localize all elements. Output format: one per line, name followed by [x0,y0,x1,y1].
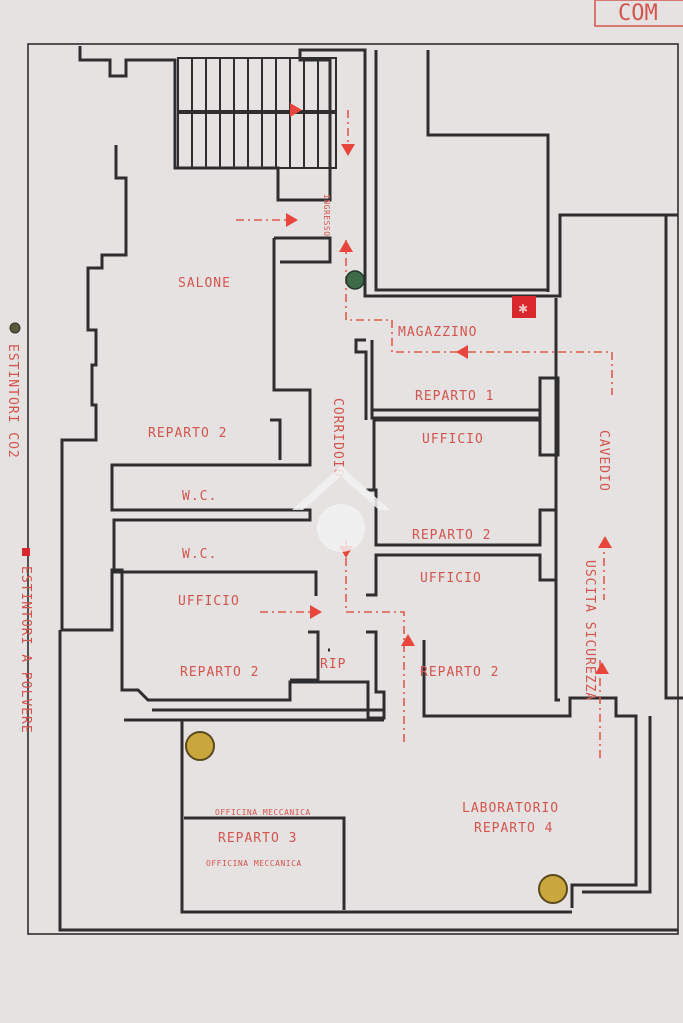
corner-label: COM [618,1,658,26]
arrow-up-icon [339,240,353,252]
room-reparto-2-mid: REPARTO 2 [412,528,491,543]
route-arrows [286,103,612,674]
walls [58,46,683,932]
legend-co2-label: ESTINTORI CO2 [5,344,20,459]
room-ufficio-right-top: UFFICIO [422,432,484,447]
arrow-up-icon [595,662,609,674]
arrow-down-icon [341,144,355,156]
legend: ESTINTORI CO2 ESTINTORI A POLVERE [5,322,33,734]
room-reparto-2-left: REPARTO 2 [148,426,227,441]
powder-extinguisher-icon [185,731,215,761]
room-wc-2: W.C. [182,547,217,562]
room-reparto-3-top: OFFICINA MECCANICA [215,808,311,817]
room-uscita-sicurezza: USCITA SICUREZZA [582,560,597,701]
room-labels: SALONE INGRESSO MAGAZZINO REPARTO 1 REPA… [148,194,611,868]
room-reparto-3: REPARTO 3 [218,831,297,846]
escape-routes [236,110,613,760]
arrow-left-icon [456,345,468,359]
arrow-up-icon [598,536,612,548]
co2-extinguisher-icon [345,270,365,290]
room-laboratorio: LABORATORIO [462,801,559,816]
fire-alarm-icon [512,296,536,318]
staircase [177,57,337,169]
arrow-right-icon [286,213,298,227]
arrow-up-icon [401,634,415,646]
corner-label-box [594,0,683,27]
room-reparto-2-bottom-right: REPARTO 2 [420,665,499,680]
arrow-right-icon [290,103,302,117]
legend-powder-label: ESTINTORI A POLVERE [18,566,33,734]
room-ingresso: INGRESSO [322,194,331,237]
room-reparto-3-sub: OFFICINA MECCANICA [206,859,302,868]
room-reparto-2-bottom-left: REPARTO 2 [180,665,259,680]
room-ufficio-left: UFFICIO [178,594,240,609]
powder-legend-icon [22,548,30,556]
powder-extinguisher-icon [538,874,568,904]
room-ufficio-right-mid: UFFICIO [420,571,482,586]
arrow-right-icon [310,605,322,619]
watermark-logo [292,466,390,552]
outer-frame [27,43,679,935]
room-salone: SALONE [178,276,231,291]
fire-alarm-symbol: ✱ [518,302,528,316]
co2-legend-icon [9,322,21,334]
room-magazzino: MAGAZZINO [398,325,477,340]
room-reparto-4: REPARTO 4 [474,821,553,836]
room-wc-1: W.C. [182,489,217,504]
room-rip: RIP [320,657,346,672]
room-corridoio: CORRIDOIO [330,398,345,477]
room-cavedio: CAVEDIO [596,430,611,492]
room-reparto-1: REPARTO 1 [415,389,494,404]
